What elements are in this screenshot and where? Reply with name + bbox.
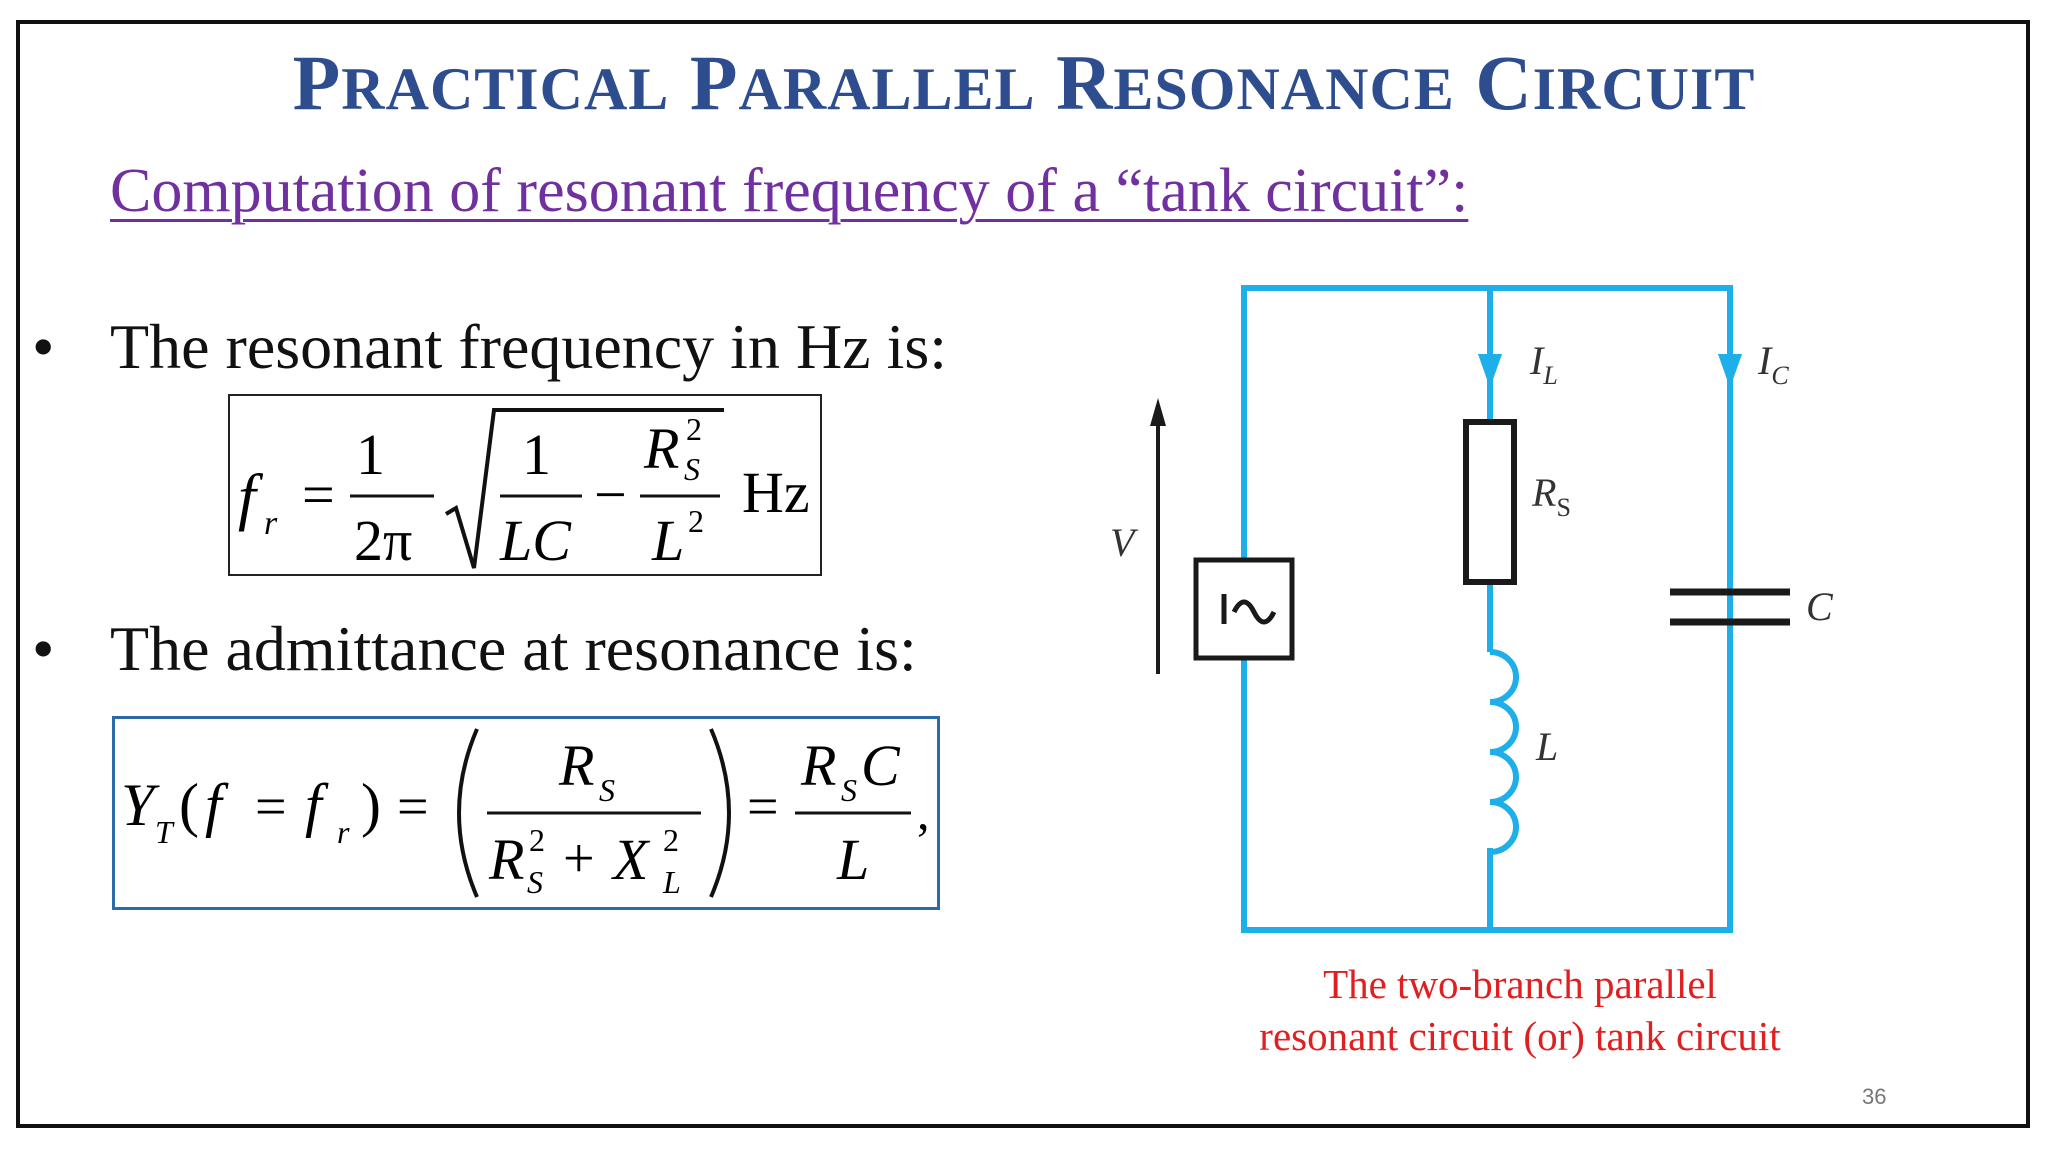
bullet-text: The resonant frequency in Hz is: [110,311,948,382]
eq-RS-den-sup: 2 [529,822,545,858]
voltage-arrow-head [1150,398,1166,426]
outer-loop-wire [1241,285,1733,933]
label-C: C [1806,584,1834,629]
eq-sub-S: S [684,451,700,487]
bullet-resonant-frequency: • The resonant frequency in Hz is: [32,310,948,384]
eq-equals: = [302,462,335,527]
eq-two-pi: 2π [354,508,412,573]
eq-XL-sub: L [662,864,681,900]
caption-line-1: The two-branch parallel [1323,961,1717,1007]
eq-RSC-sub: S [841,772,857,808]
bullet-dot: • [32,613,55,684]
eq-equals-3: = [747,776,779,838]
eq-one: 1 [356,422,385,487]
eq-denominator-L: L [836,827,869,892]
eq-comma: , [917,784,930,840]
label-V: V [1110,520,1139,565]
admittance-equation: Y T ( f = f r ) = R S R 2 S + X 2 L = R … [112,716,940,910]
eq-open-paren: ( [179,772,199,838]
eq-sub-T: T [155,814,175,850]
bullet-text: The admittance at resonance is: [110,613,917,684]
eq-Y: Y [121,772,160,838]
eq-R: R [643,416,679,481]
ac-source [1193,557,1295,661]
eq-XL: X [611,827,651,892]
eq-sqrt-sign [444,408,724,569]
equation-fr-graphic: f r = 1 2π 1 LC − R 2 S L 2 Hz [238,408,810,573]
eq-one-inner: 1 [522,422,551,487]
eq-RSC-C: C [861,733,901,798]
title-word-4: CIRCUIT [1475,39,1756,126]
slide-frame [16,20,2030,1128]
circuit-wires [1241,285,1733,933]
eq-XL-sup: 2 [663,822,679,858]
eq-f: f [205,772,229,838]
equation-yt-graphic: Y T ( f = f r ) = R S R 2 S + X 2 L = R … [121,728,930,900]
eq-subscript-r: r [264,505,278,542]
eq-equals-1: = [255,776,287,838]
eq-RS-den: R [488,827,524,892]
resistor-RS [1463,419,1517,585]
title-word-2: PARALLEL [689,39,1036,126]
eq-RS-den-sub: S [527,864,543,900]
eq-f2: f [305,772,329,838]
eq-plus: + [563,828,595,890]
arrow-IC [1718,354,1742,388]
eq-L: L [651,508,684,573]
title-word-3: RESONANCE [1056,39,1455,126]
eq-sup-2-a: 2 [686,411,702,447]
eq-minus: − [594,462,627,527]
eq-equals-2: = [397,776,429,838]
circuit-caption: The two-branch parallel resonant circuit… [1200,958,1840,1062]
eq-RS-num-sub: S [599,772,615,808]
bullet-admittance: • The admittance at resonance is: [32,612,917,686]
slide-title: PRACTICAL PARALLEL RESONANCE CIRCUIT [0,38,2048,128]
eq-close-paren: ) [361,772,381,838]
eq-unit-Hz: Hz [742,460,810,525]
eq-sup-2-b: 2 [688,503,704,539]
title-word-1: PRACTICAL [292,39,670,126]
eq-sub-r: r [337,814,350,850]
page-number: 36 [1862,1084,1887,1109]
label-RS: RS [1531,470,1571,522]
resonant-frequency-equation: f r = 1 2π 1 LC − R 2 S L 2 Hz [228,394,822,576]
eq-big-left-paren [457,728,479,898]
eq-LC: LC [499,508,572,573]
eq-symbol-f: f [238,461,264,532]
tank-circuit-diagram: IL IC RS L C V [1110,285,1834,933]
bullet-dot: • [32,311,55,382]
label-IC: IC [1757,338,1789,390]
arrow-IL [1478,354,1502,388]
label-IL: IL [1529,338,1558,390]
slide-subtitle: Computation of resonant frequency of a “… [110,157,1469,225]
caption-line-2: resonant circuit (or) tank circuit [1259,1013,1781,1059]
inductor-L [1489,649,1519,855]
eq-big-right-paren [709,728,731,898]
label-L: L [1535,724,1558,769]
ac-source-sine-icon [1231,599,1277,625]
eq-RSC-R: R [800,733,836,798]
eq-RS-num: R [558,733,594,798]
